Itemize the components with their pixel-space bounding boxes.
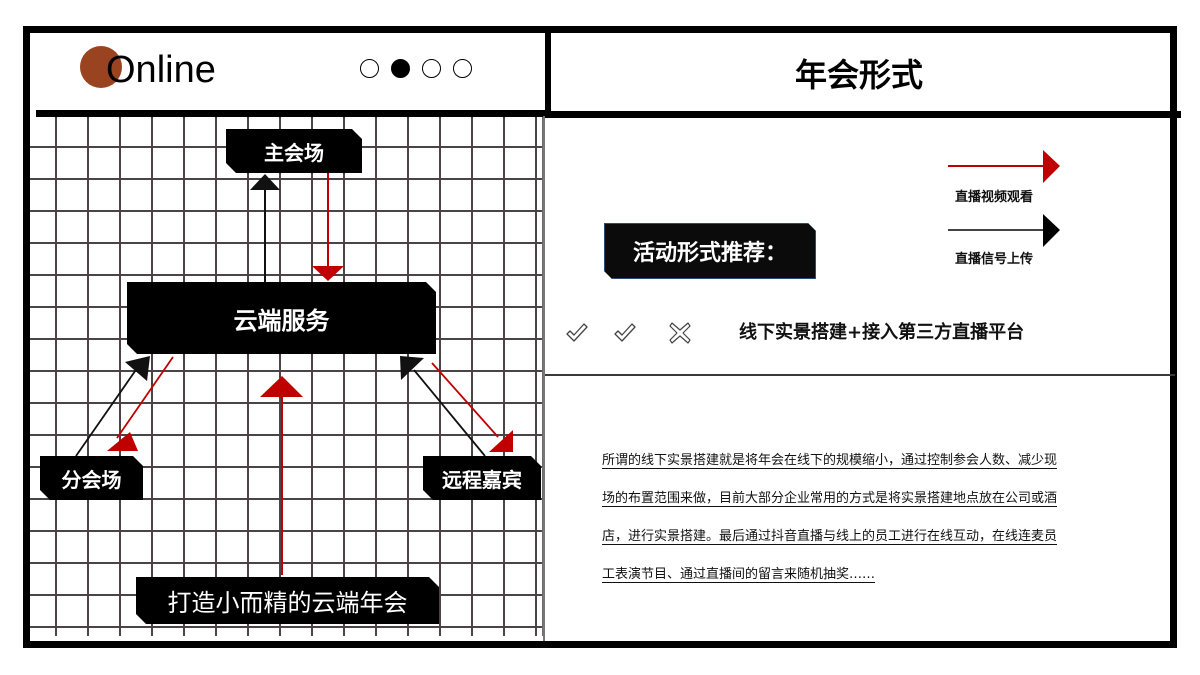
header-divider-right <box>545 111 1181 118</box>
check-icon <box>566 323 588 342</box>
frame-right-border <box>1170 26 1177 648</box>
legend-live-watch-label: 直播视频观看 <box>955 190 1034 205</box>
panel-vertical-divider <box>545 26 551 116</box>
legend-red-arrow-head-icon <box>1043 150 1060 183</box>
recommend-tag: 活动形式推荐： <box>604 223 816 279</box>
legend-black-arrow-head-icon <box>1043 214 1060 247</box>
slogan-banner: 打造小而精的云端年会 <box>136 577 439 624</box>
node-branch-venue: 分会场 <box>40 456 143 500</box>
page-dot-1[interactable] <box>360 59 379 78</box>
node-remote-guest: 远程嘉宾 <box>423 456 541 500</box>
frame-left-border <box>23 26 30 648</box>
cross-icon <box>669 322 691 344</box>
section-title: 年会形式 <box>794 56 923 94</box>
frame-bottom-border <box>23 641 1177 648</box>
page-dot-2-active[interactable] <box>391 59 410 78</box>
header-divider-left <box>36 110 548 117</box>
description-text: 所谓的线下实景搭建就是将年会在线下的规模缩小，通过控制参会人数、减少现 场的布置… <box>602 442 1132 594</box>
node-main-venue: 主会场 <box>226 129 362 173</box>
page-dot-3[interactable] <box>422 59 441 78</box>
panel-vertical-thin-line <box>543 116 545 641</box>
panel-horizontal-divider <box>545 374 1175 376</box>
description-line: 所谓的线下实景搭建就是将年会在线下的规模缩小，通过控制参会人数、减少现 <box>602 453 1058 468</box>
page-dot-4[interactable] <box>453 59 472 78</box>
legend-live-upload-label: 直播信号上传 <box>955 252 1034 267</box>
node-cloud-service: 云端服务 <box>127 282 436 354</box>
grid-background <box>30 117 544 636</box>
option-label: 线下实景搭建+接入第三方直播平台 <box>739 322 1025 343</box>
frame-top-border <box>23 26 1177 33</box>
description-line: 工表演节目、通过直播间的留言来随机抽奖…… <box>602 567 876 582</box>
description-line: 场的布置范围来做，目前大部分企业常用的方式是将实景搭建地点放在公司或酒 <box>602 491 1058 506</box>
logo-circle <box>80 46 122 88</box>
page-indicator <box>360 59 472 78</box>
logo-text: Online <box>106 49 216 91</box>
check-icon <box>614 323 636 342</box>
description-line: 店，进行实景搭建。最后通过抖音直播与线上的员工进行在线互动，在线连麦员 <box>602 529 1058 544</box>
